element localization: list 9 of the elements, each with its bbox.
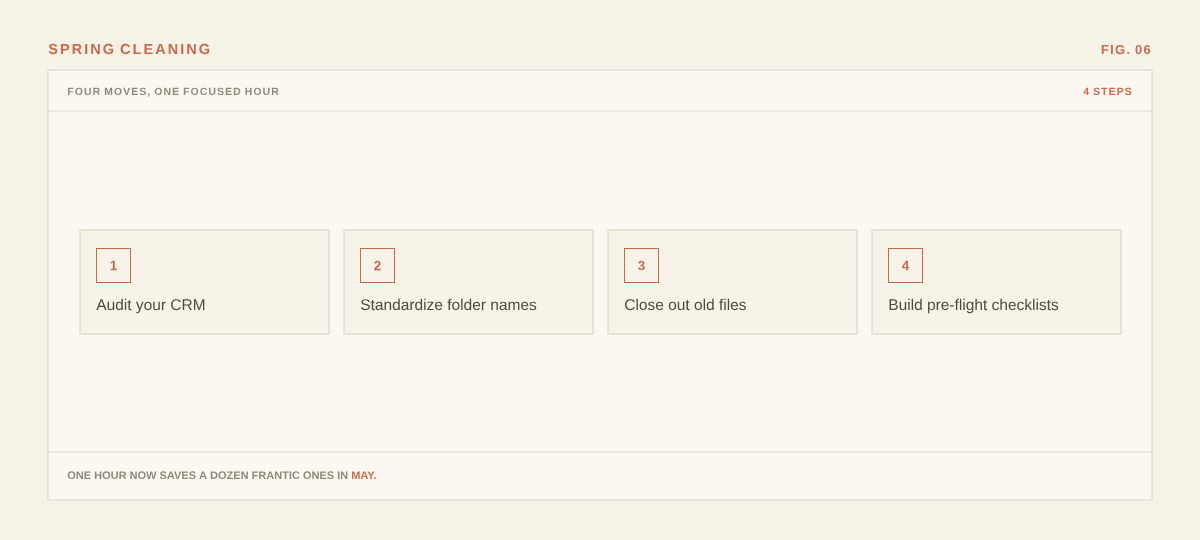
number-badge: 3 — [624, 248, 659, 283]
number-badge: 4 — [888, 248, 923, 283]
header-text: FOUR MOVES, ONE FOCUSED HOUR — [68, 87, 279, 97]
figure-title: SPRING CLEANING — [48, 43, 210, 55]
figure-number: FIG. 06 — [1101, 44, 1151, 55]
footer-note: ONE HOUR NOW SAVES A DOZEN FRANTIC ONES IN MAY. — [67, 471, 376, 480]
number-badge: 1 — [96, 248, 131, 283]
number-badge: 2 — [360, 248, 395, 283]
step-count: 4 STEPS — [1083, 87, 1132, 96]
